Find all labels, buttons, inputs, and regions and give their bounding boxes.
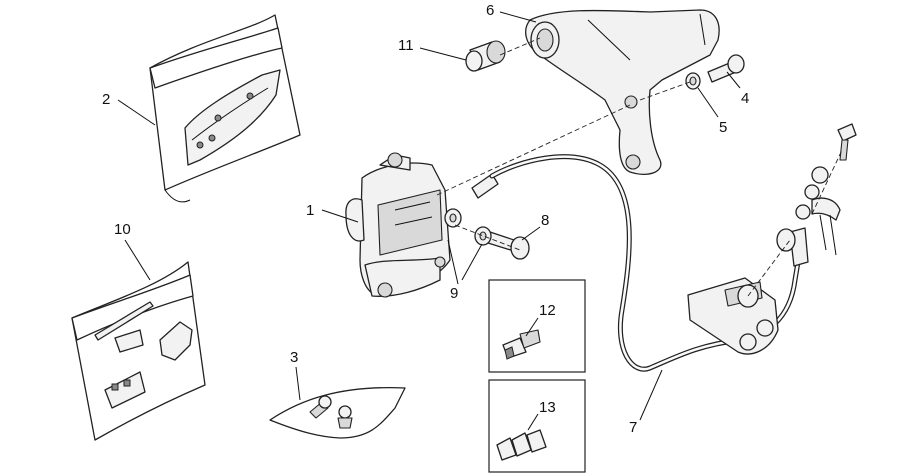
callout-9: 9 — [450, 285, 458, 302]
callout-7: 7 — [629, 419, 637, 436]
caliper-bracket[interactable] — [525, 9, 720, 175]
callout-3: 3 — [290, 349, 298, 366]
callout-4: 4 — [741, 90, 749, 107]
callout-6: 6 — [486, 2, 494, 19]
bracket-bolt[interactable] — [707, 54, 745, 83]
callout-12: 12 — [539, 302, 556, 319]
hardware-kit-bag[interactable] — [71, 261, 206, 441]
washer[interactable] — [685, 72, 701, 90]
master-cylinder[interactable] — [687, 277, 779, 355]
callout-8: 8 — [541, 212, 549, 229]
copper-washers[interactable] — [444, 208, 492, 246]
callout-11: 11 — [398, 37, 414, 54]
hose-clip-box[interactable] — [488, 279, 586, 373]
double-clip-box[interactable] — [488, 379, 586, 473]
callout-13: 13 — [539, 399, 556, 416]
bushing[interactable] — [465, 40, 506, 72]
banjo-bolt[interactable] — [487, 231, 530, 260]
brake-pad-kit-bag[interactable] — [149, 14, 301, 203]
callout-10: 10 — [114, 221, 131, 238]
callout-2: 2 — [102, 91, 110, 108]
callout-5: 5 — [719, 119, 727, 136]
assembly-lines — [436, 37, 843, 297]
leader-lines — [117, 11, 741, 431]
screws-kit-bag[interactable] — [269, 386, 406, 439]
callout-1: 1 — [306, 202, 314, 219]
callout-labels: 1 2 3 4 5 6 7 8 9 10 11 12 13 — [102, 2, 749, 436]
brake-caliper[interactable] — [345, 152, 451, 298]
